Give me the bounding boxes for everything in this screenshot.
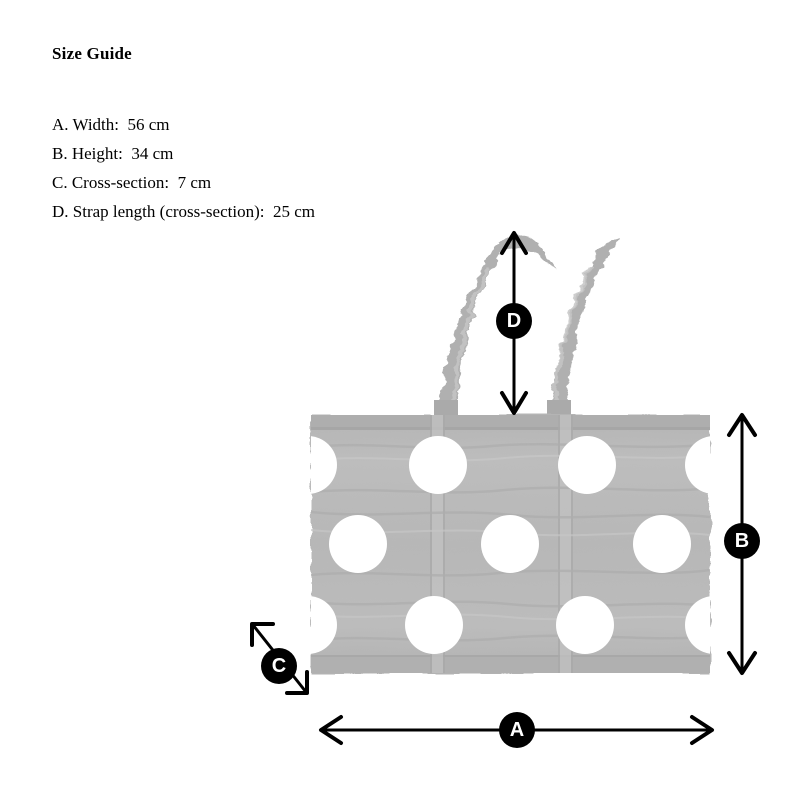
fabric-highlights [311,454,710,621]
dimension-badge-d: D [496,303,532,339]
spec-value-a: 56 cm [127,115,170,134]
polka-dots [311,436,710,654]
list-item: D. Strap length (cross-section): 25 cm [52,197,315,226]
spec-label-d: D. Strap length (cross-section): [52,202,265,221]
list-item: C. Cross-section: 7 cm [52,168,315,197]
spec-label-a: A. Width: [52,115,120,134]
fabric-creases [311,442,710,642]
dimension-badge-a: A [499,712,535,748]
spec-value-b: 34 cm [131,144,174,163]
measurement-list: A. Width: 56 cm B. Height: 34 cm C. Cros… [52,110,315,226]
dimension-badge-b: B [724,523,760,559]
list-item: A. Width: 56 cm [52,110,315,139]
page-title: Size Guide [52,44,132,63]
spec-value-c: 7 cm [177,173,212,192]
dimension-badge-c: C [261,648,297,684]
strap-anchors [434,400,571,422]
spec-label-c: C. Cross-section: [52,173,170,192]
bag-body [311,415,710,673]
list-item: B. Height: 34 cm [52,139,315,168]
spec-value-d: 25 cm [272,202,315,221]
strap-webbing [430,415,573,673]
spec-label-b: B. Height: [52,144,123,163]
